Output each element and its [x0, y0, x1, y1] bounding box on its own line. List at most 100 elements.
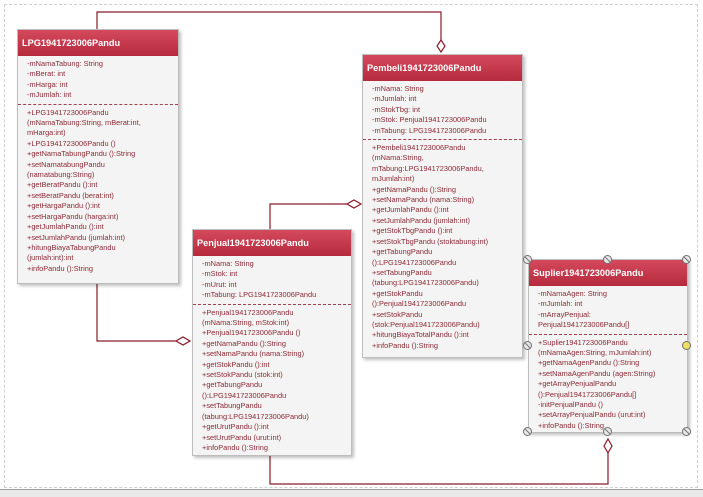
adjust-handle[interactable] [682, 341, 691, 350]
attributes-section: -mNama: String-mStok: int-mUrut: int-mTa… [193, 256, 351, 304]
class-title: LPG1941723006Pandu [18, 30, 178, 56]
method-line: +setJumlahPandu (jumlah:int) [27, 232, 125, 242]
method-line: mHarga:int) [27, 128, 66, 138]
attribute-line: -mJumlah: int [538, 299, 583, 309]
methods-section: +Pembeli1941723006Pandu(mNama:String,mTa… [363, 140, 522, 354]
attribute-line: -mTabung: LPG1941723006Pandu [372, 125, 487, 135]
section-divider [193, 303, 351, 305]
method-line: +LPG1941723006Pandu [27, 107, 109, 117]
method-line: +infoPandu ():String [372, 340, 438, 350]
method-line: +setNamaPandu (nama:String) [372, 195, 475, 205]
method-line: (mNamaAgen:String, mJumlah:int) [538, 348, 652, 358]
resize-handle-bottom-right[interactable] [682, 427, 691, 436]
method-line: +setStokPandu (stok:int) [202, 370, 283, 380]
method-line: +setJumlahPandu (jumlah:int) [372, 215, 470, 225]
attribute-line: -mNama: String [202, 259, 254, 268]
class-title: Pembeli1941723006Pandu [363, 55, 522, 81]
diagram-canvas [4, 4, 698, 488]
attribute-line: -mJumlah: int [372, 94, 417, 104]
attribute-line: -mBerat: int [27, 69, 66, 79]
attribute-line: Penjual1941723006Pandu[] [538, 320, 630, 330]
method-line: (mNama:String, [372, 153, 424, 163]
method-line: +setUrutPandu (urut:int) [202, 432, 282, 442]
method-line: +getTabungPandu [372, 247, 433, 257]
method-line: +getHargaPandu ():int [27, 201, 100, 211]
resize-handle-bottom-mid[interactable] [603, 427, 612, 436]
method-line: +getNamaTabungPandu ():String [27, 149, 136, 159]
method-line: +getUrutPandu ():int [202, 422, 269, 432]
method-line: ():LPG1941723006Pandu [372, 257, 457, 267]
link-lpg-penjual [96, 282, 176, 342]
class-title: Penjual1941723006Pandu [193, 230, 351, 256]
attribute-line: -mStok: Penjual1941723006Pandu [372, 115, 487, 125]
attributes-section: -mNama: String-mJumlah: int-mStokTbg: in… [363, 81, 522, 139]
method-line: (mNama:String, mStok:int) [202, 318, 290, 328]
aggregation-diamond-pembeli-left [345, 199, 363, 209]
method-line: +getTabungPandu [202, 380, 263, 390]
aggregation-diamond-penjual-left [174, 336, 192, 346]
method-line: ():Penjual1941723006Pandu[] [538, 389, 637, 399]
method-line: +getNamaPandu ():String [202, 338, 287, 348]
method-line: +setStokPandu [372, 309, 423, 319]
attribute-line: -mNama: String [372, 84, 424, 93]
method-line: ():Penjual1941723006Pandu [372, 299, 467, 309]
aggregation-diamond-pembeli-top [436, 38, 446, 54]
attribute-line: -mTabung: LPG1941723006Pandu [202, 290, 317, 300]
method-line: +setNamatabungPandu [27, 159, 105, 169]
method-line: +hitungBiayaTabungPandu [27, 242, 116, 252]
method-line: +setHargaPandu (harga:int) [27, 211, 119, 221]
method-line: +getJumlahPandu ():int [372, 205, 449, 215]
method-line: ():LPG1941723006Pandu [202, 390, 287, 400]
resize-handle-top-mid[interactable] [603, 255, 612, 264]
methods-section: +Penjual1941723006Pandu(mNama:String, mS… [193, 305, 351, 457]
method-line: (mNamaTabung:String, mBerat:int, [27, 118, 141, 128]
class-box-supplier[interactable]: Suplier1941723006Pandu -mNamaAgen: Strin… [528, 259, 688, 433]
link-penjual-pembeli [269, 203, 347, 229]
method-line: +infoPandu ():String [27, 263, 93, 273]
attribute-line: -mUrut: int [202, 279, 237, 289]
method-line: +getJumlahPandu ():int [27, 222, 104, 232]
method-line: +setArrayPenjualPandu (urut:int) [538, 410, 646, 420]
method-line: +setTabungPandu [372, 267, 432, 277]
methods-section: +Suplier1941723006Pandu(mNamaAgen:String… [529, 335, 687, 435]
method-line: (namatabung:String) [27, 170, 95, 180]
method-line: +setNamaAgenPandu (agen:String) [538, 368, 656, 378]
method-line: mTabung:LPG1941723006Pandu, [372, 163, 484, 173]
class-box-pembeli[interactable]: Pembeli1941723006Pandu -mNama: String-mJ… [362, 54, 523, 358]
class-title: Suplier1941723006Pandu [529, 260, 687, 286]
status-bar [0, 489, 703, 497]
resize-handle-mid-left[interactable] [523, 341, 532, 350]
method-line: +Pembeli1941723006Pandu [372, 143, 466, 153]
method-line: mJumlah:int) [372, 174, 415, 184]
class-box-lpg[interactable]: LPG1941723006Pandu -mNamaTabung: String-… [17, 29, 179, 284]
method-line: +Penjual1941723006Pandu [202, 307, 294, 317]
method-line: (tabung:LPG1941723006Pandu) [372, 278, 479, 288]
resize-handle-top-left[interactable] [523, 255, 532, 264]
method-line: +hitungBiayaTotalPandu ():int [372, 330, 469, 340]
class-box-penjual[interactable]: Penjual1941723006Pandu -mNama: String-mS… [192, 229, 352, 456]
method-line: +getNamaPandu ():String [372, 184, 457, 194]
link-penjual-supplier [269, 453, 609, 485]
section-divider [18, 103, 178, 105]
method-line: -initPenjualPandu () [538, 400, 603, 410]
method-line: +setTabungPandu [202, 401, 262, 411]
method-line: +LPG1941723006Pandu () [27, 138, 116, 148]
method-line: +infoPandu ():String [202, 442, 268, 452]
method-line: +Penjual1941723006Pandu () [202, 328, 301, 338]
method-line: +setStokTbgPandu (stoktabung:int) [372, 236, 489, 246]
attribute-line: -mNamaAgen: String [538, 289, 608, 298]
attribute-line: -mStok: int [202, 269, 238, 279]
aggregation-diamond-supplier-bottom [603, 437, 613, 455]
method-line: +getStokPandu [372, 288, 423, 298]
method-line: +Suplier1941723006Pandu [538, 337, 628, 347]
resize-handle-top-right[interactable] [682, 255, 691, 264]
method-line: +setBeratPandu (berat:int) [27, 190, 114, 200]
method-line: (tabung:LPG1941723006Pandu) [202, 411, 309, 421]
link-lpg-pembeli [96, 11, 442, 40]
method-line: +getStokTbgPandu ():int [372, 226, 453, 236]
attribute-line: -mNamaTabung: String [27, 59, 103, 68]
method-line: +setNamaPandu (nama:String) [202, 349, 305, 359]
resize-handle-bottom-left[interactable] [523, 427, 532, 436]
attribute-line: -mHarga: int [27, 79, 68, 89]
